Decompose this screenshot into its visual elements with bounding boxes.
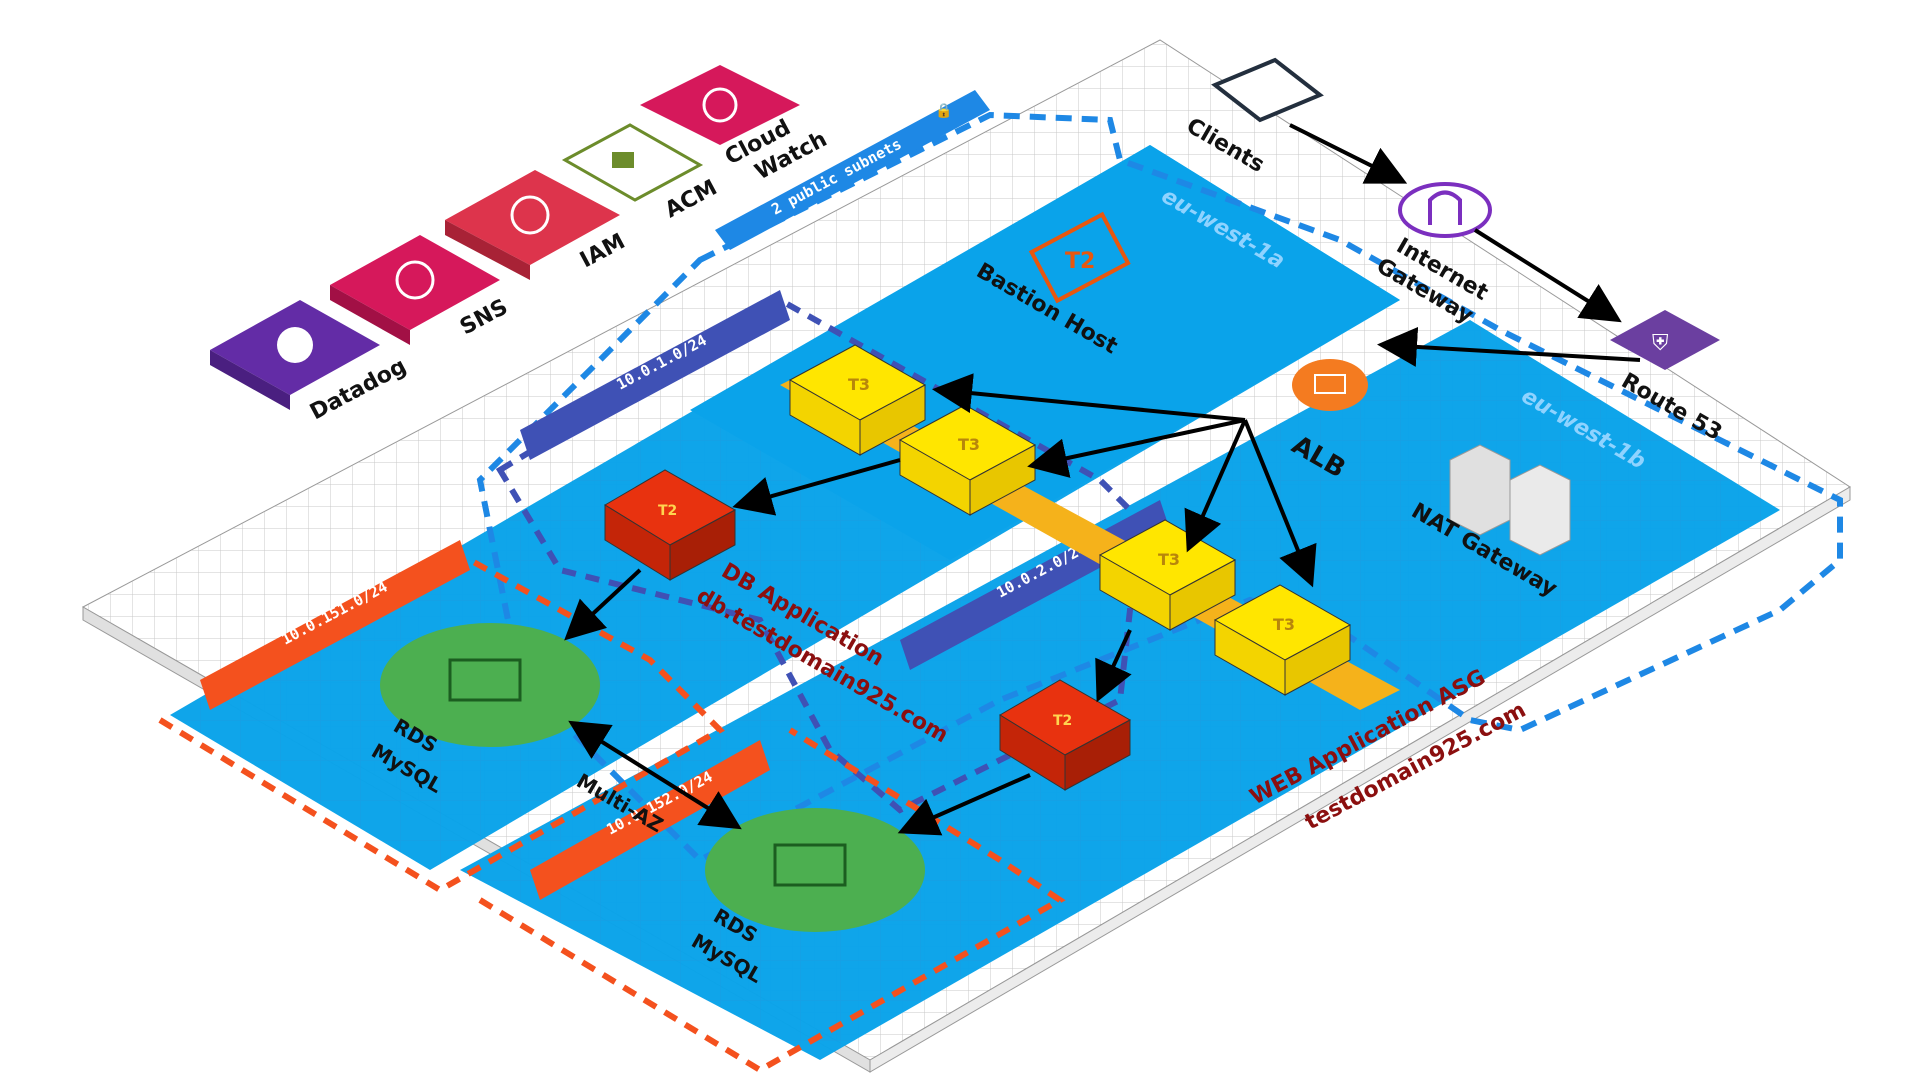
chip-icon [1028,211,1131,304]
arrow-t2-rds-b [897,773,1031,836]
t2-chip-label: T2 [1053,713,1072,729]
az-a-upper-plane [690,145,1400,560]
arrow-igw-route53 [1473,228,1622,323]
t3-instance-3: T3 [1098,519,1237,631]
t3-chip-label: T3 [958,435,980,454]
t3-instance-1: T3 [788,344,927,456]
iam-tile: IAM [445,170,629,280]
t2-db-app-instance-b: T2 [999,679,1132,791]
dog-icon [277,327,313,363]
t2-db-app-instance-a: T2 [604,469,737,581]
arrow-alb-t3-3 [1184,419,1247,553]
sns-icon [395,260,435,300]
database-lock-icon [773,843,847,887]
bastion-chip-label: T2 [1065,249,1095,274]
t3-instance-2: T3 [898,404,1037,516]
lock-icon: 🔒 [935,103,952,119]
cloudwatch-tile: Cloud Watch [640,65,831,185]
arrow-alb-t3-4 [1243,419,1317,588]
arrow-route53-alb [1377,326,1641,367]
arrow-t3-t2-a [732,458,901,516]
gateway-icon [1428,190,1462,225]
arrow-alb-t3-1 [932,373,1246,422]
cloudwatch-icon [702,87,738,123]
load-balancer-icon [1314,374,1346,394]
arrow-rds-replication [568,720,742,830]
arrow-alb-t3-2 [1027,418,1246,478]
shield-icon: ⛨ [1652,331,1669,356]
database-lock-icon [448,658,522,702]
monitor-icon [1211,57,1324,123]
t2-chip-label: T2 [658,503,677,519]
vpc-boundary-dashed [476,111,1843,864]
arrow-t2-rds-a [564,568,642,641]
iam-label: IAM [576,229,629,273]
t3-chip-label: T3 [848,375,870,394]
arrow-clients-igw [1289,123,1408,184]
t3-chip-label: T3 [1273,615,1295,634]
certificate-icon [612,152,634,168]
t3-chip-label: T3 [1158,550,1180,569]
connection-arrows [564,123,1641,836]
sns-label: SNS [456,295,512,341]
arrow-t3-t2-b [1095,629,1132,703]
rds-standby-node: RDS MySQL [688,808,925,988]
t3-instance-4: T3 [1213,584,1352,696]
key-icon [510,195,550,235]
